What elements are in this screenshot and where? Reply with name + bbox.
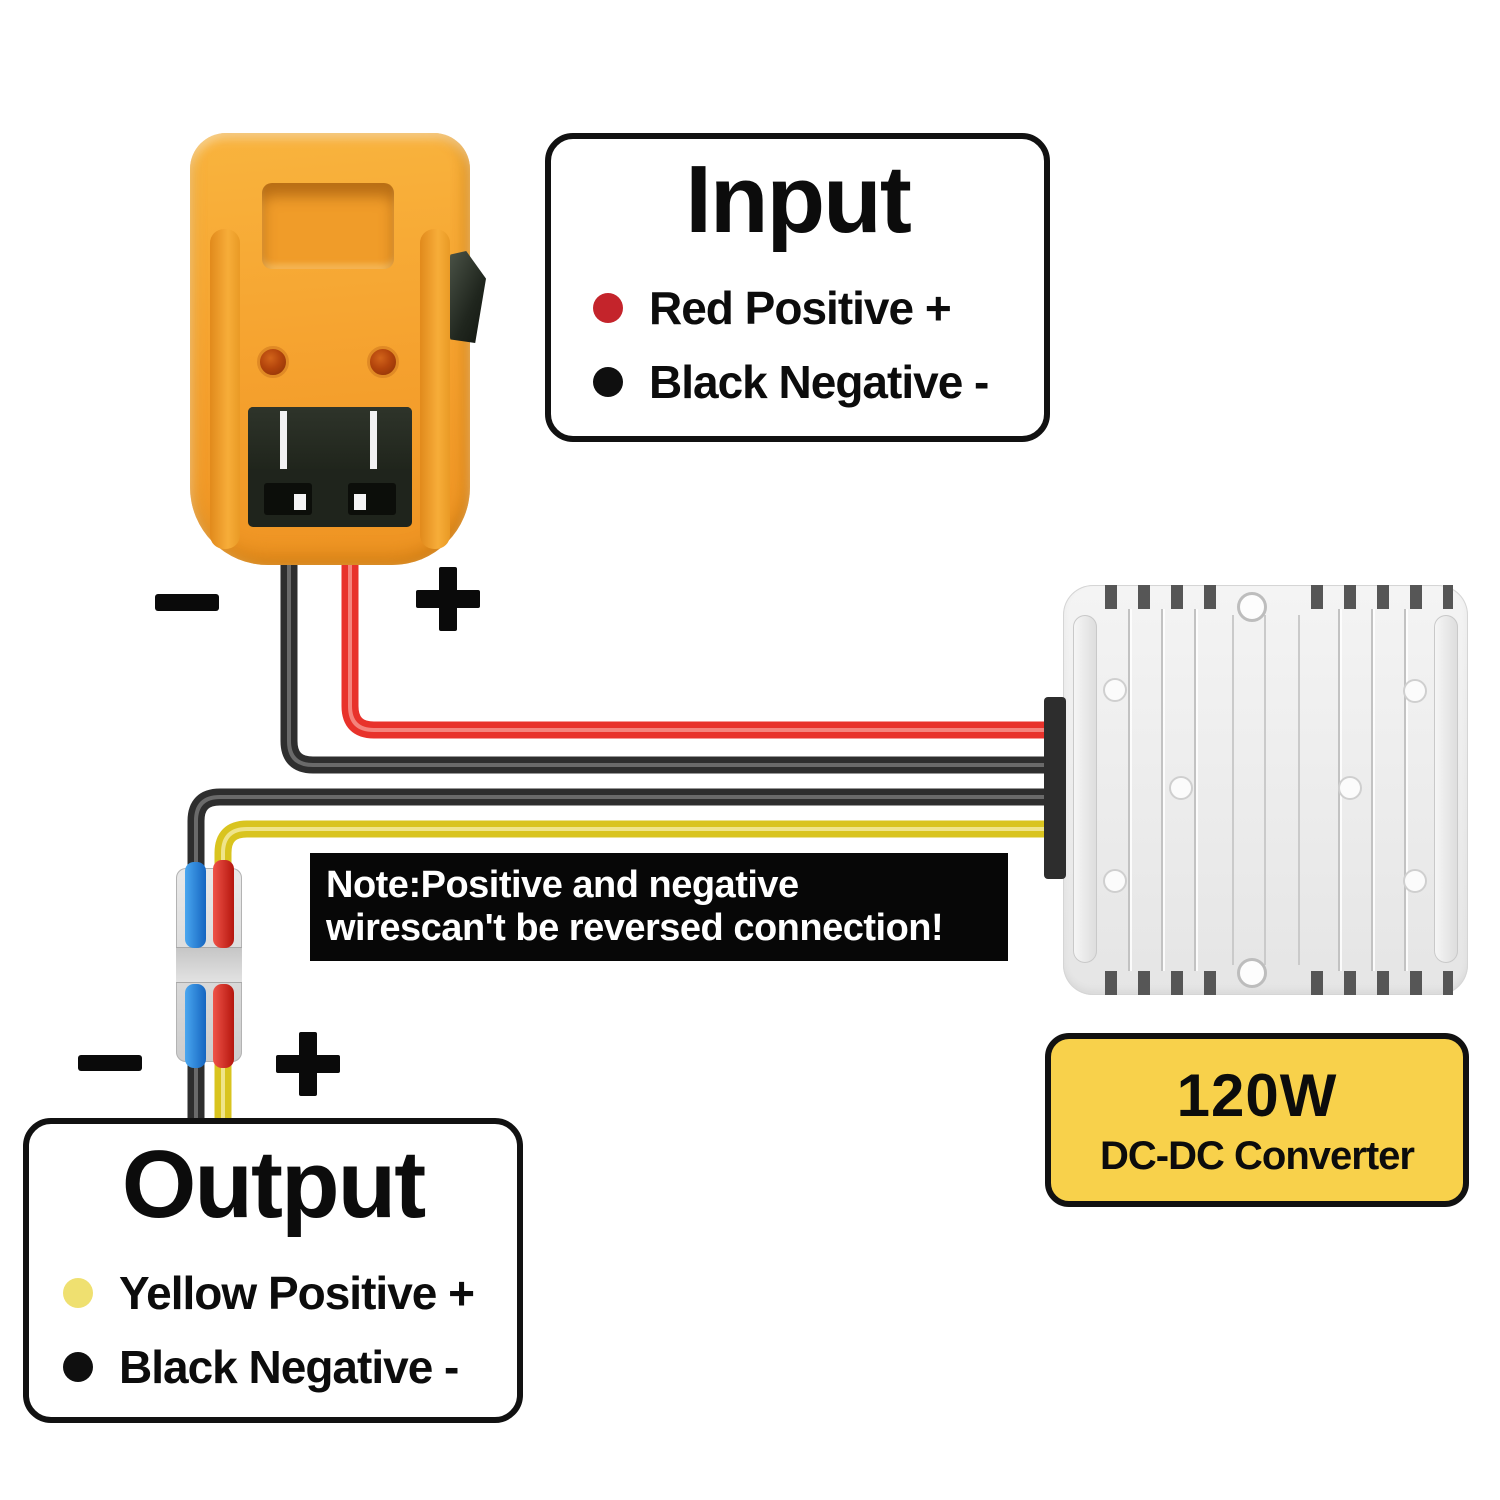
legend-row-black-negative: Black Negative - [63, 1338, 517, 1396]
adapter-top-recess [262, 183, 394, 269]
input-legend-rows: Red Positive + Black Negative - [551, 279, 1044, 411]
legend-label: Yellow Positive + [119, 1267, 475, 1319]
heatsink-rail-left [1073, 615, 1097, 963]
terminal-pin-left [280, 411, 287, 469]
output-legend-title: Output [121, 1131, 427, 1238]
terminal-slot-right [348, 483, 396, 515]
rivet [1169, 776, 1193, 800]
adapter-right-rail [420, 229, 450, 549]
legend-row-red-positive: Red Positive + [593, 279, 1044, 337]
rivet [1403, 869, 1427, 893]
input-legend-title: Input [685, 146, 912, 253]
heatsink-center-line [1298, 615, 1300, 965]
adapter-screw-hole-left [257, 346, 289, 378]
battery-adapter [190, 133, 486, 565]
legend-label: Black Negative - [119, 1341, 459, 1393]
connector-lever-red-top [213, 860, 234, 948]
connector-center-band [176, 948, 242, 982]
heatsink-fins-right [1309, 609, 1431, 971]
legend-label: Red Positive + [649, 282, 952, 334]
converter-wire-terminal [1044, 697, 1066, 879]
connector-lever-blue-top [185, 862, 206, 948]
heatsink-center-line [1232, 615, 1234, 965]
yellow-bullet-icon [63, 1278, 93, 1308]
black-bullet-icon [593, 367, 623, 397]
fin-notches-top-right [1303, 585, 1453, 609]
connector-lever-blue-bottom [185, 984, 206, 1068]
terminal-slot-left [264, 483, 312, 515]
output-plus-marker [276, 1032, 340, 1096]
adapter-left-rail [210, 229, 240, 549]
connector-lever-red-bottom [213, 984, 234, 1068]
rivet [1103, 678, 1127, 702]
input-plus-marker [416, 567, 480, 631]
heatsink-rail-right [1434, 615, 1458, 963]
legend-label: Black Negative - [649, 356, 989, 408]
black-bullet-icon [63, 1352, 93, 1382]
lever-wire-connector [176, 860, 242, 1068]
rivet [1103, 869, 1127, 893]
output-legend-box: Output Yellow Positive + Black Negative … [23, 1118, 523, 1423]
output-legend-rows: Yellow Positive + Black Negative - [29, 1264, 517, 1396]
note-banner: Note:Positive and negative wirescan't be… [310, 853, 1008, 961]
power-rating: 120W [1176, 1062, 1338, 1129]
terminal-upper-section [248, 407, 412, 469]
output-minus-marker [78, 1055, 142, 1071]
rivet [1338, 776, 1362, 800]
input-minus-marker [155, 594, 219, 611]
fin-notches-top-left [1097, 585, 1237, 609]
legend-row-yellow-positive: Yellow Positive + [63, 1264, 517, 1322]
fin-notches-bottom-left [1097, 971, 1237, 995]
converter-power-label: 120W DC-DC Converter [1045, 1033, 1469, 1207]
input-positive-wire-highlight [348, 536, 1058, 732]
terminal-slot-contact [294, 494, 306, 510]
fin-notches-bottom-right [1303, 971, 1453, 995]
converter-name: DC-DC Converter [1100, 1134, 1415, 1178]
dc-dc-converter [1044, 585, 1468, 995]
input-legend-box: Input Red Positive + Black Negative - [545, 133, 1050, 442]
rivet [1403, 679, 1427, 703]
mounting-hole-top [1237, 592, 1267, 622]
terminal-pin-right [370, 411, 377, 469]
heatsink-center-line [1264, 615, 1266, 965]
note-line-1: Note:Positive and negative [326, 864, 799, 906]
heatsink-fins-left [1099, 609, 1211, 971]
input-positive-wire [341, 536, 1058, 739]
mounting-hole-bottom [1237, 958, 1267, 988]
red-bullet-icon [593, 293, 623, 323]
input-negative-wire-highlight [287, 536, 1058, 767]
adapter-terminal-block [248, 407, 412, 527]
legend-row-black-negative: Black Negative - [593, 353, 1044, 411]
terminal-slot-contact [354, 494, 366, 510]
note-line-2: wirescan't be reversed connection! [326, 906, 944, 949]
adapter-screw-hole-right [367, 346, 399, 378]
